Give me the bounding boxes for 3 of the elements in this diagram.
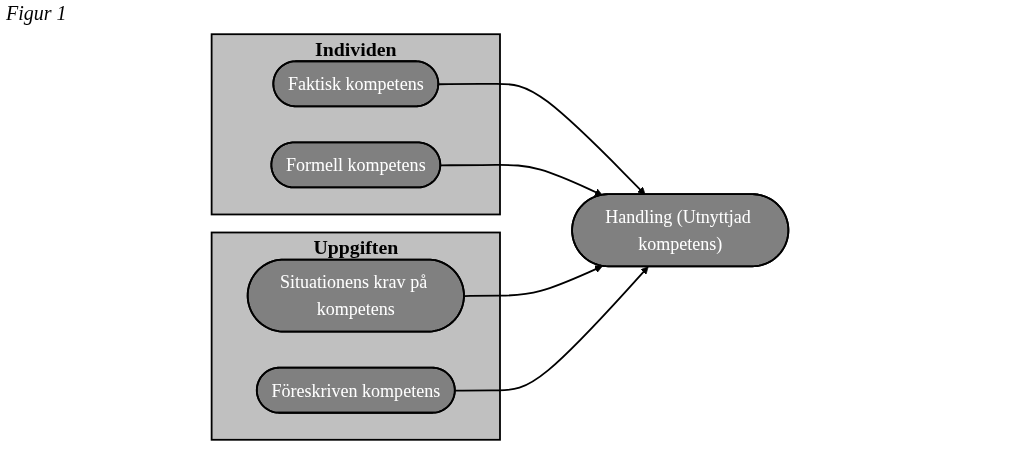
figure-title: Figur 1 <box>6 2 68 25</box>
arrow <box>454 266 649 392</box>
arrow <box>463 265 603 297</box>
